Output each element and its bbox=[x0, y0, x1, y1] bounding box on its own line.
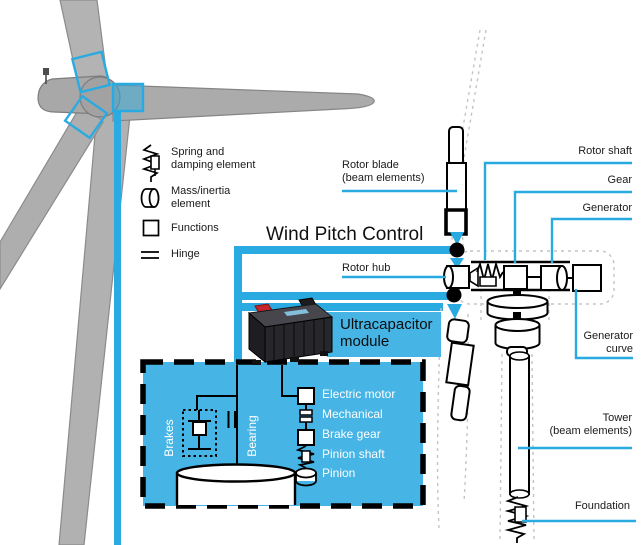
gear-label: Gear bbox=[607, 174, 632, 186]
rotor-shaft-damper bbox=[480, 277, 496, 286]
nacelle-vane-icon bbox=[43, 68, 49, 75]
legend-mass-label: Mass/inertia element bbox=[171, 185, 231, 210]
mechanical-label: Mechanical bbox=[322, 407, 383, 421]
rotor-blade-beam-column bbox=[446, 127, 466, 234]
page-title: Wind Pitch Control bbox=[266, 224, 424, 245]
pinion-label: Pinion bbox=[322, 466, 356, 480]
foundation-label: Foundation bbox=[574, 500, 630, 512]
blade-beam-root bbox=[446, 210, 466, 234]
pinion-shaft-spring-icon bbox=[298, 446, 314, 468]
battery-logo-strip bbox=[284, 309, 309, 316]
gear-box bbox=[504, 266, 527, 289]
tower-label: Tower (beam elements) bbox=[549, 412, 632, 437]
drivetrain bbox=[444, 262, 601, 291]
highlight-connector-line bbox=[114, 111, 121, 545]
rotor-shaft-spring-icon bbox=[477, 264, 503, 280]
pinion-cylinder bbox=[296, 469, 316, 486]
blade-beam-mid bbox=[447, 163, 466, 210]
connector-top bbox=[238, 246, 451, 254]
connector-mid bbox=[238, 292, 448, 300]
motor-supply-line bbox=[282, 365, 298, 396]
turbine-hub bbox=[80, 77, 120, 117]
pitch-control-connectors bbox=[234, 246, 451, 366]
electric-motor-box bbox=[298, 388, 314, 404]
foundation-spring-icon bbox=[508, 497, 526, 543]
legend-hinge-label: Hinge bbox=[171, 248, 200, 260]
yaw-mass-disk-2 bbox=[496, 319, 540, 331]
yaw-mass-disk-1 bbox=[488, 295, 548, 308]
functions-icon bbox=[142, 219, 160, 237]
ultracapacitor-label-panel bbox=[327, 312, 441, 357]
mass-inertia-icon bbox=[140, 187, 162, 209]
brake-element bbox=[193, 422, 206, 435]
mechanical-hinge-icon bbox=[300, 410, 312, 415]
highlight-lower-blade-root bbox=[65, 96, 107, 138]
ultracapacitor-battery-image bbox=[249, 298, 332, 365]
bearing-label: Bearing bbox=[245, 415, 259, 457]
battery-front-face bbox=[265, 317, 332, 362]
rotor-shaft-label: Rotor shaft bbox=[578, 145, 632, 157]
tower-beam-rod bbox=[510, 356, 529, 494]
generator-curve-leader bbox=[576, 289, 633, 358]
electric-motor-label: Electric motor bbox=[322, 387, 396, 401]
hinge-icon bbox=[140, 249, 160, 261]
nacelle-dashed-outline bbox=[456, 251, 614, 304]
generator-leader bbox=[552, 219, 632, 263]
ultracapacitor-label: Ultracapacitor module bbox=[340, 316, 433, 350]
turbine-blade-right bbox=[113, 85, 374, 121]
pinion-shaft-label: Pinion shaft bbox=[322, 447, 385, 461]
yaw-bearing-cylinder bbox=[177, 465, 295, 505]
generator-curve-label: Generator curve bbox=[583, 330, 633, 355]
gear-leader bbox=[515, 192, 632, 263]
legend-spring-label: Spring and damping element bbox=[171, 146, 256, 171]
brakes-label: Brakes bbox=[162, 419, 176, 457]
hub-shaft-coupling bbox=[470, 268, 478, 286]
spring-damper-icon bbox=[141, 143, 161, 184]
brake-gear-box bbox=[298, 430, 314, 445]
second-blade-beam bbox=[446, 319, 473, 421]
brake-gear-label: Brake gear bbox=[322, 427, 381, 441]
blade-beam-rod bbox=[449, 127, 463, 165]
foundation-damper bbox=[515, 507, 526, 522]
tower-schematic bbox=[487, 288, 548, 543]
label-leader-lines bbox=[342, 163, 636, 521]
rotor-hub-label: Rotor hub bbox=[342, 262, 391, 274]
highlight-right-blade-root bbox=[113, 84, 143, 111]
blade-hinge-node-top bbox=[449, 242, 465, 258]
highlight-upper-blade-root bbox=[72, 52, 109, 92]
pitch-detail-box bbox=[143, 362, 423, 506]
legend-functions-label: Functions bbox=[171, 222, 219, 234]
generator-label: Generator bbox=[582, 202, 632, 214]
rotor-blade-label: Rotor blade (beam elements) bbox=[342, 159, 425, 184]
generator-function-box bbox=[573, 265, 601, 291]
blade-hinge-node-bottom bbox=[446, 287, 462, 303]
connector-low bbox=[238, 303, 443, 311]
blade-root-highlights bbox=[65, 52, 143, 545]
rotor-shaft-leader bbox=[485, 163, 632, 260]
turbine-blade-upper bbox=[60, 0, 108, 88]
pitch-box-schematic bbox=[183, 365, 314, 468]
